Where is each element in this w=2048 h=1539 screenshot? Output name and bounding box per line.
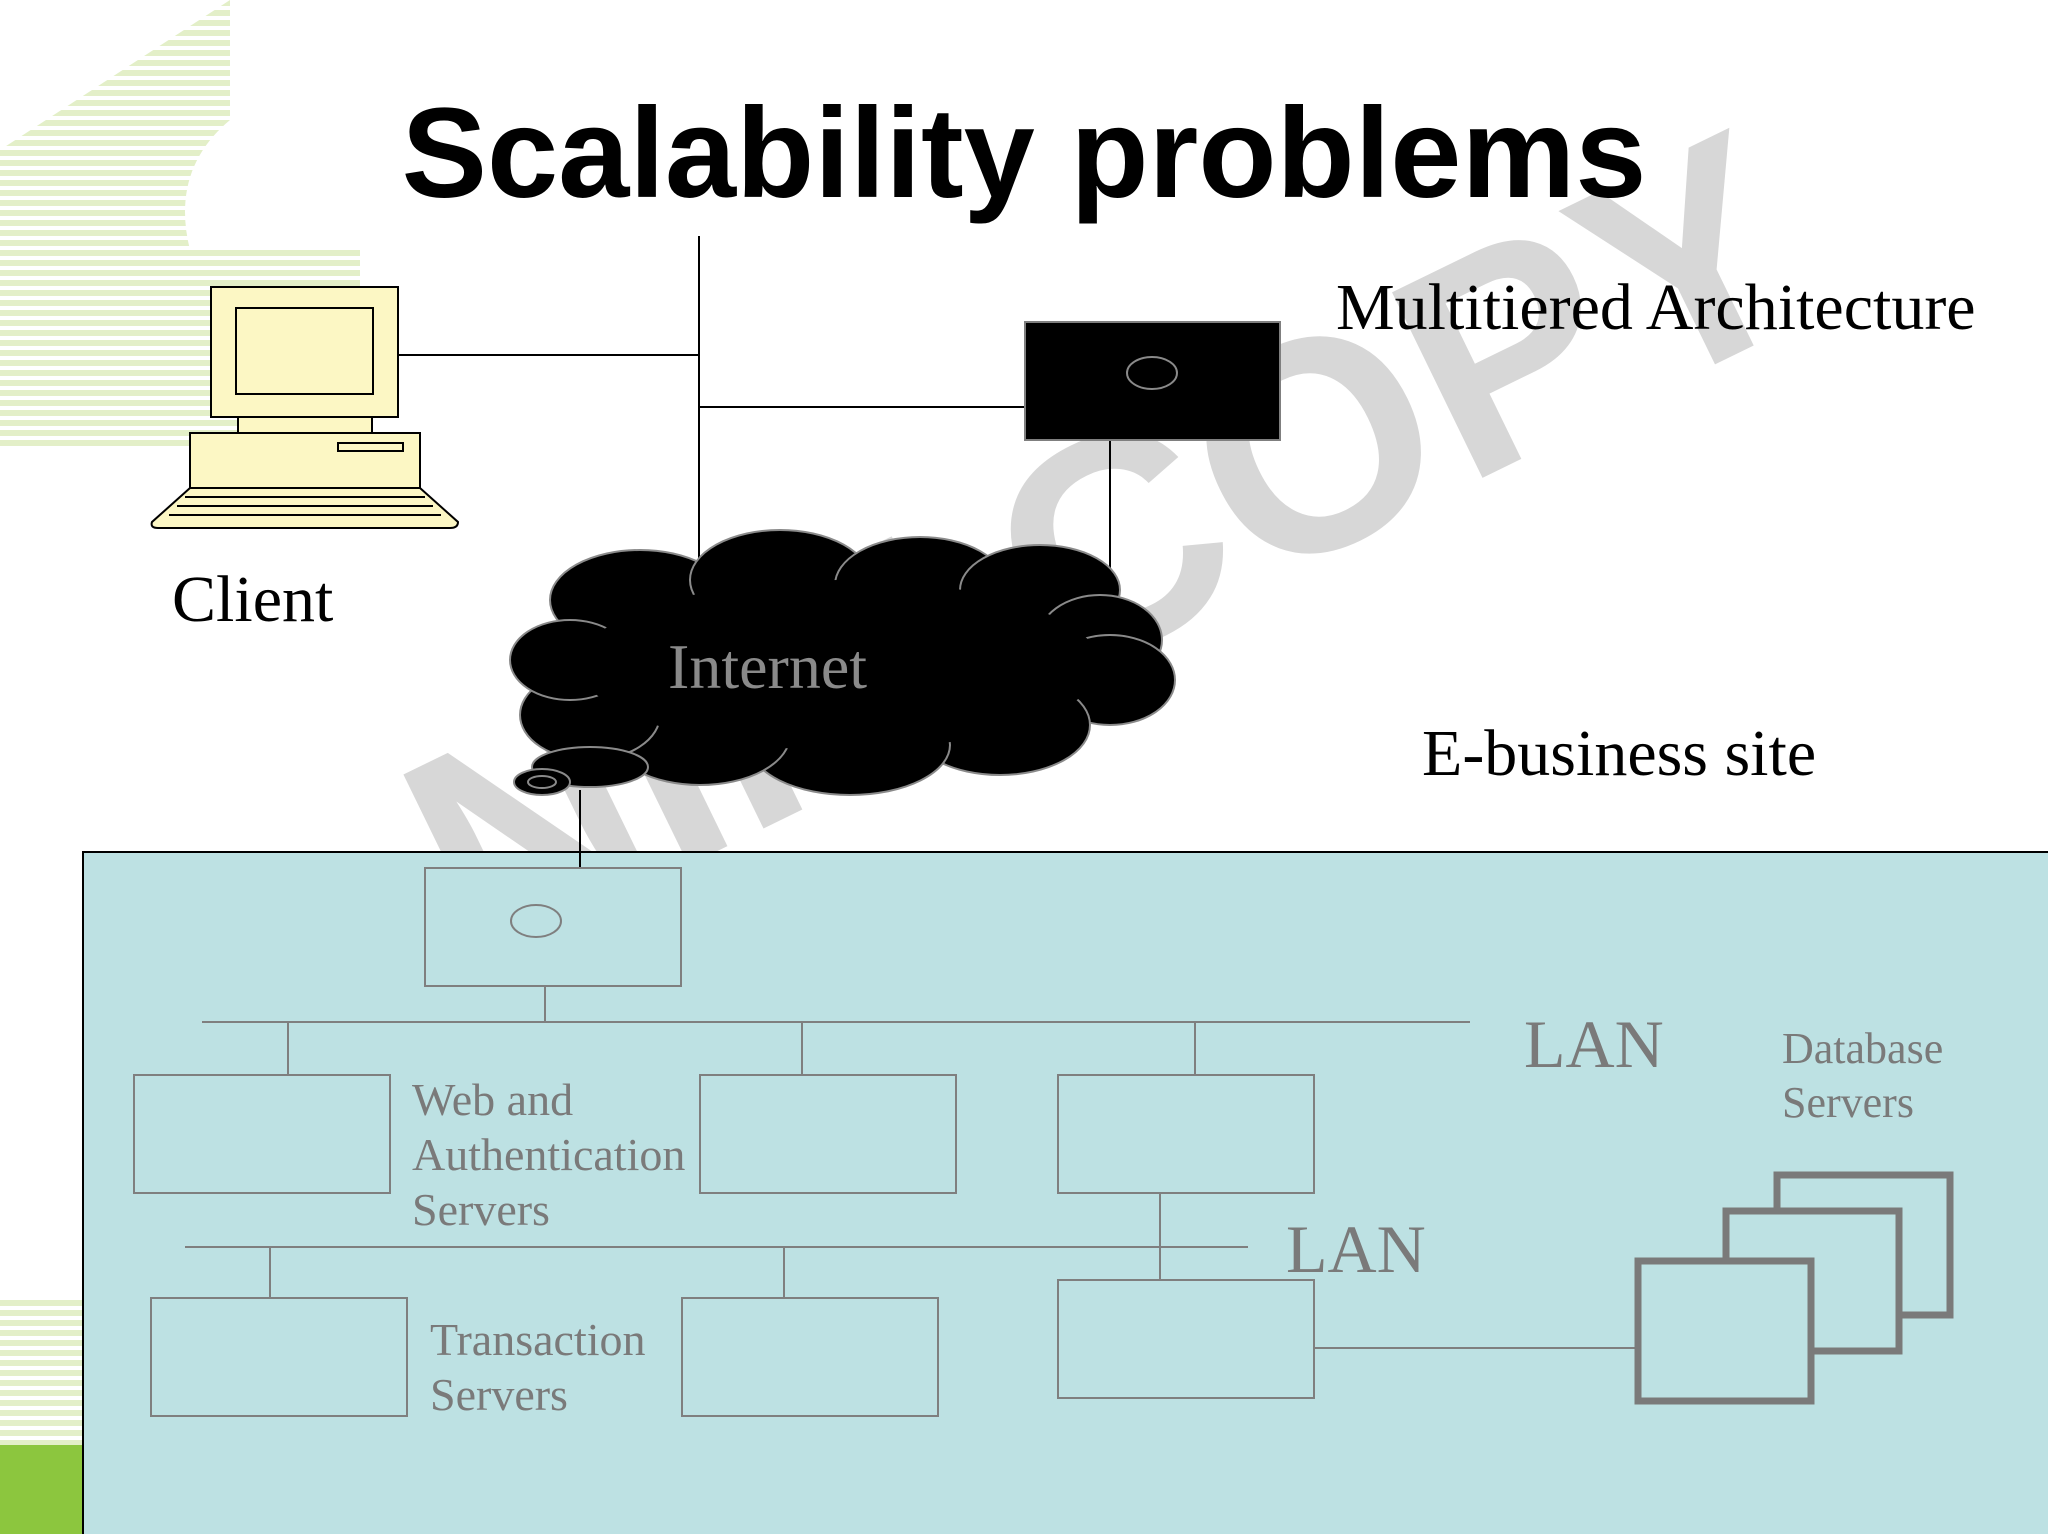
- ebusiness-site-label: E-business site: [1422, 717, 1817, 790]
- router-icon: [1024, 321, 1281, 441]
- page-title: Scalability problems: [401, 82, 1647, 225]
- internet-label: Internet: [668, 631, 867, 702]
- web-server-box-3: [1057, 1074, 1315, 1194]
- database-servers-label: Database Servers: [1782, 1022, 1943, 1130]
- internet-cloud-icon: [509, 529, 1176, 796]
- transaction-server-box-1: [150, 1297, 408, 1417]
- transaction-server-box-2: [681, 1297, 939, 1417]
- site-network: [133, 867, 1638, 1417]
- app-server-box: [1057, 1279, 1315, 1399]
- database-line-2: Servers: [1782, 1078, 1914, 1127]
- web-auth-line-1: Web and: [412, 1074, 574, 1125]
- transaction-line-2: Servers: [430, 1369, 568, 1420]
- database-line-1: Database: [1782, 1024, 1944, 1073]
- subtitle-label: Multitiered Architecture: [1336, 271, 1976, 344]
- database-servers-icon: [1634, 1171, 1954, 1405]
- ebusiness-site-region: [82, 851, 2048, 1539]
- lan-label-2: LAN: [1286, 1211, 1426, 1287]
- green-accent-block: [0, 1445, 85, 1534]
- client-computer-icon: [150, 286, 460, 529]
- web-server-box-1: [133, 1074, 391, 1194]
- web-auth-line-2: Authentication: [412, 1129, 686, 1180]
- client-network-lines: [390, 236, 1111, 580]
- client-label: Client: [172, 563, 334, 636]
- web-server-box-2: [699, 1074, 957, 1194]
- transaction-servers-label: Transaction Servers: [430, 1312, 646, 1422]
- transaction-line-1: Transaction: [430, 1314, 646, 1365]
- lan-label-1: LAN: [1524, 1006, 1664, 1082]
- gateway-box: [424, 867, 682, 987]
- web-auth-servers-label: Web and Authentication Servers: [412, 1072, 685, 1237]
- web-auth-line-3: Servers: [412, 1184, 550, 1235]
